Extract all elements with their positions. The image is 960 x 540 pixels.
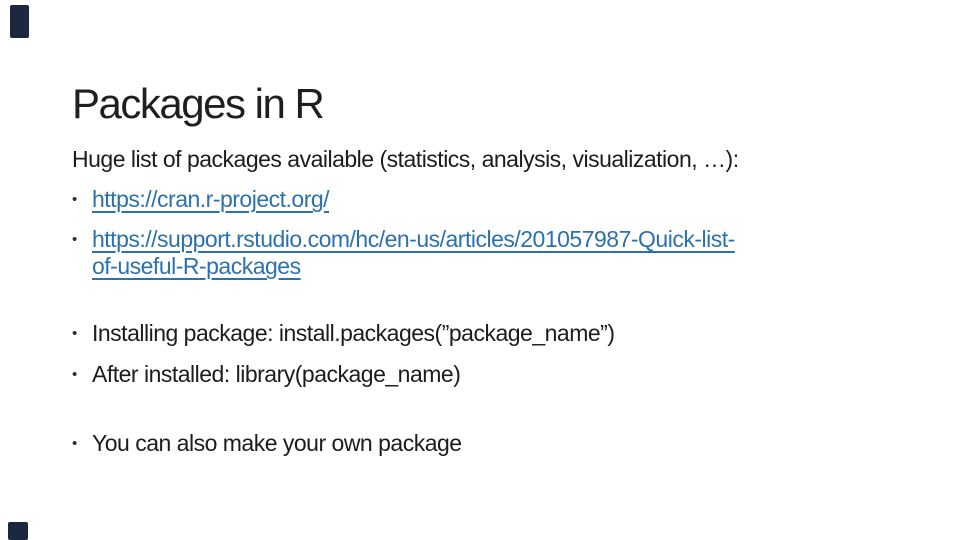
rstudio-link-line-2: of-useful-R-packages bbox=[92, 253, 301, 279]
bullet-icon: • bbox=[72, 191, 77, 208]
corner-accent-top-left bbox=[10, 5, 29, 38]
after-installed-text: After installed: library(package_name) bbox=[92, 361, 461, 387]
list-item-installing: • Installing package: install.packages(”… bbox=[72, 320, 615, 347]
installing-package-text: Installing package: install.packages(”pa… bbox=[92, 320, 615, 346]
bullet-icon: • bbox=[72, 435, 77, 452]
list-item-own-package: • You can also make your own package bbox=[72, 430, 462, 457]
bullet-icon: • bbox=[72, 325, 77, 342]
own-package-text: You can also make your own package bbox=[92, 430, 462, 456]
list-item-rstudio-link: • https://support.rstudio.com/hc/en-us/a… bbox=[72, 226, 735, 280]
intro-text: Huge list of packages available (statist… bbox=[72, 146, 739, 172]
rstudio-support-link[interactable]: https://support.rstudio.com/hc/en-us/art… bbox=[92, 226, 735, 280]
cran-link[interactable]: https://cran.r-project.org/ bbox=[92, 186, 330, 212]
corner-accent-bottom-left bbox=[8, 522, 28, 540]
rstudio-link-line-1: https://support.rstudio.com/hc/en-us/art… bbox=[92, 226, 735, 252]
bullet-icon: • bbox=[72, 231, 77, 248]
list-item-after-installed: • After installed: library(package_name) bbox=[72, 361, 461, 388]
page-title: Packages in R bbox=[72, 80, 325, 128]
bullet-icon: • bbox=[72, 366, 77, 383]
list-item-cran-link: • https://cran.r-project.org/ bbox=[72, 186, 330, 213]
